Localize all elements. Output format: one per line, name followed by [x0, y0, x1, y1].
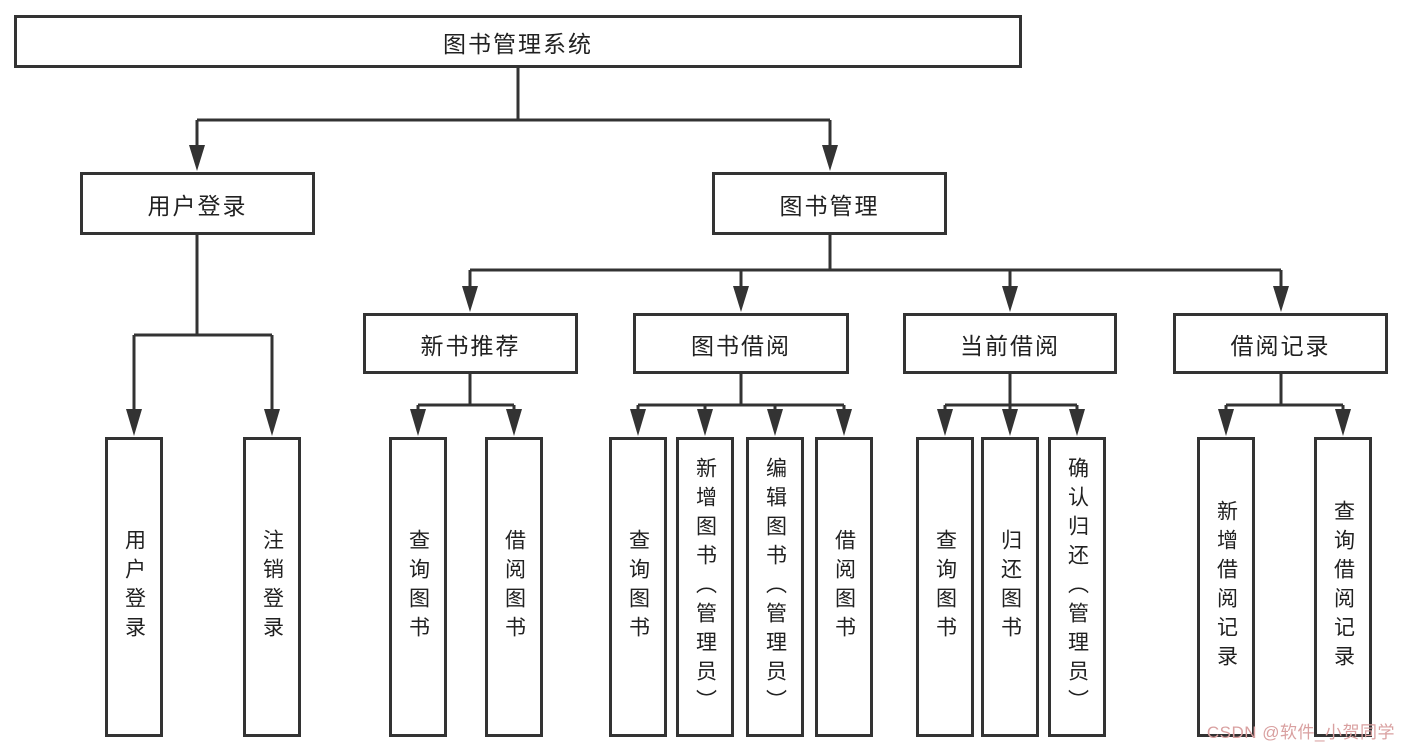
arrowhead-icon — [1335, 409, 1351, 436]
node-book-management: 图书管理 — [712, 172, 947, 235]
arrowhead-icon — [697, 409, 713, 436]
leaf-borrow-books: 借阅图书 — [815, 437, 873, 737]
node-current-borrowing: 当前借阅 — [903, 313, 1117, 374]
arrowhead-icon — [126, 409, 142, 436]
arrowhead-icon — [1069, 409, 1085, 436]
node-label: 编辑图书（管理员） — [763, 456, 787, 718]
watermark-text: CSDN @软件_小贺同学 — [1206, 723, 1395, 742]
node-label: 借阅图书 — [832, 529, 856, 645]
leaf-user-login: 用户登录 — [105, 437, 163, 737]
leaf-return-books: 归还图书 — [981, 437, 1039, 737]
arrowhead-icon — [1002, 409, 1018, 436]
node-label: 借阅图书 — [502, 529, 526, 645]
leaf-borrow-books-recommend: 借阅图书 — [485, 437, 543, 737]
arrowhead-icon — [1218, 409, 1234, 436]
arrowhead-icon — [630, 409, 646, 436]
connector-book-borrow-to-leaves — [630, 374, 852, 436]
node-new-book-recommendation: 新书推荐 — [363, 313, 578, 374]
node-label: 归还图书 — [998, 529, 1022, 645]
leaf-edit-books-admin: 编辑图书（管理员） — [746, 437, 804, 737]
arrowhead-icon — [410, 409, 426, 436]
arrowhead-icon — [822, 145, 838, 171]
leaf-add-books-admin: 新增图书（管理员） — [676, 437, 734, 737]
node-borrowing-records: 借阅记录 — [1173, 313, 1388, 374]
leaf-add-borrow-record: 新增借阅记录 — [1197, 437, 1255, 737]
node-label: 用户登录 — [122, 529, 146, 645]
leaf-query-borrow-record: 查询借阅记录 — [1314, 437, 1372, 737]
node-book-borrowing: 图书借阅 — [633, 313, 849, 374]
node-label: 查询借阅记录 — [1331, 500, 1355, 674]
arrowhead-icon — [733, 286, 749, 312]
node-label: 查询图书 — [626, 529, 650, 645]
node-label: 当前借阅 — [960, 332, 1060, 359]
node-label: 借阅记录 — [1230, 332, 1331, 359]
node-label: 新增图书（管理员） — [693, 456, 717, 718]
node-label: 查询图书 — [406, 529, 430, 645]
leaf-query-books-recommend: 查询图书 — [389, 437, 447, 737]
node-library-system: 图书管理系统 — [14, 15, 1022, 68]
arrowhead-icon — [836, 409, 852, 436]
node-label: 注销登录 — [260, 529, 284, 645]
node-label: 确认归还（管理员） — [1065, 456, 1089, 718]
node-label: 新书推荐 — [420, 332, 521, 359]
arrowhead-icon — [1273, 286, 1289, 312]
node-label: 查询图书 — [933, 529, 957, 645]
arrowhead-icon — [937, 409, 953, 436]
connector-new-books-to-leaves — [410, 374, 522, 436]
connector-book-management-to-level2 — [462, 235, 1289, 312]
node-user-login: 用户登录 — [80, 172, 315, 235]
connector-user-login-to-leaves — [126, 235, 280, 436]
arrowhead-icon — [767, 409, 783, 436]
node-label: 图书借阅 — [691, 332, 791, 359]
node-label: 新增借阅记录 — [1214, 500, 1238, 674]
arrowhead-icon — [189, 145, 205, 171]
node-label: 图书管理系统 — [443, 30, 593, 57]
leaf-query-books-borrow: 查询图书 — [609, 437, 667, 737]
arrowhead-icon — [506, 409, 522, 436]
node-label: 图书管理 — [779, 192, 880, 219]
connector-current-borrow-to-leaves — [937, 374, 1085, 436]
connector-borrow-records-to-leaves — [1218, 374, 1351, 436]
arrowhead-icon — [462, 286, 478, 312]
arrowhead-icon — [264, 409, 280, 436]
leaf-query-books-current: 查询图书 — [916, 437, 974, 737]
leaf-confirm-return-admin: 确认归还（管理员） — [1048, 437, 1106, 737]
node-label: 用户登录 — [147, 192, 248, 219]
arrowhead-icon — [1002, 286, 1018, 312]
connector-root-to-level1 — [189, 67, 838, 171]
leaf-logout: 注销登录 — [243, 437, 301, 737]
